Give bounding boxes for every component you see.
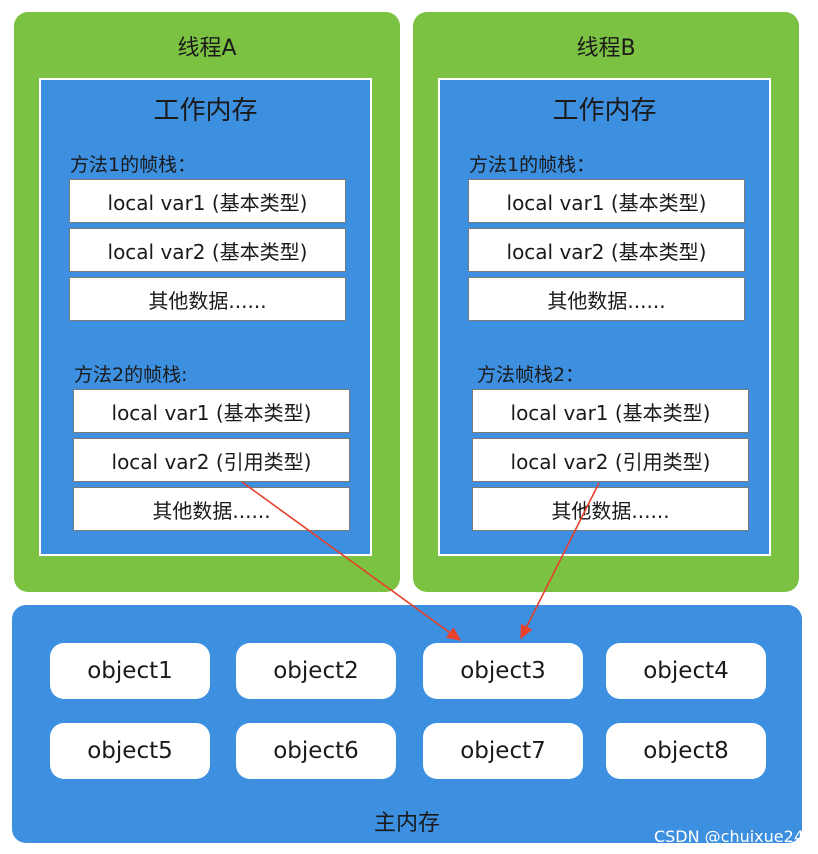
thread-b-frame2-other: 其他数据......	[472, 487, 749, 531]
object-6: object6	[236, 723, 396, 779]
thread-b-work-memory-title: 工作内存	[552, 96, 657, 126]
object-3: object3	[423, 643, 583, 699]
watermark: CSDN @chuixue24	[653, 827, 804, 846]
thread-a-frame2-other: 其他数据......	[73, 487, 350, 531]
thread-b-work-memory: 工作内存 方法1的帧栈： local var1 (基本类型) local var…	[438, 78, 771, 556]
thread-b-frame1-var2: local var2 (基本类型)	[468, 228, 745, 272]
main-memory-panel: object1 object2 object3 object4 object5 …	[12, 605, 802, 843]
thread-a-frame1-label: 方法1的帧栈：	[70, 154, 197, 176]
thread-b-frame2-label: 方法帧栈2：	[477, 364, 585, 386]
main-memory-title: 主内存	[373, 811, 440, 836]
object-2: object2	[236, 643, 396, 699]
thread-a-frame2-label: 方法2的帧栈:	[74, 364, 188, 386]
thread-a-frame1-other: 其他数据......	[69, 277, 346, 321]
thread-a-work-memory-title: 工作内存	[153, 96, 258, 126]
object-7: object7	[423, 723, 583, 779]
object-5: object5	[50, 723, 210, 779]
object-1: object1	[50, 643, 210, 699]
thread-a-frame1-var2: local var2 (基本类型)	[69, 228, 346, 272]
thread-a-frame2-var1: local var1 (基本类型)	[73, 389, 350, 433]
thread-a-work-memory: 工作内存 方法1的帧栈： local var1 (基本类型) local var…	[39, 78, 372, 556]
object-8: object8	[606, 723, 766, 779]
thread-b-frame1-label: 方法1的帧栈：	[469, 154, 596, 176]
object-4: object4	[606, 643, 766, 699]
thread-b-panel: 线程B 工作内存 方法1的帧栈： local var1 (基本类型) local…	[413, 12, 799, 592]
thread-b-frame2-var2: local var2 (引用类型)	[472, 438, 749, 482]
thread-b-frame1-other: 其他数据......	[468, 277, 745, 321]
thread-b-title: 线程B	[576, 36, 636, 61]
thread-a-frame1-var1: local var1 (基本类型)	[69, 179, 346, 223]
arrow-thread-b-to-object3	[520, 482, 600, 640]
thread-a-frame2-var2: local var2 (引用类型)	[73, 438, 350, 482]
thread-a-title: 线程A	[177, 36, 237, 61]
thread-b-frame2-var1: local var1 (基本类型)	[472, 389, 749, 433]
arrow-thread-a-to-object3	[241, 481, 462, 641]
thread-a-panel: 线程A 工作内存 方法1的帧栈： local var1 (基本类型) local…	[14, 12, 400, 592]
thread-b-frame1-var1: local var1 (基本类型)	[468, 179, 745, 223]
